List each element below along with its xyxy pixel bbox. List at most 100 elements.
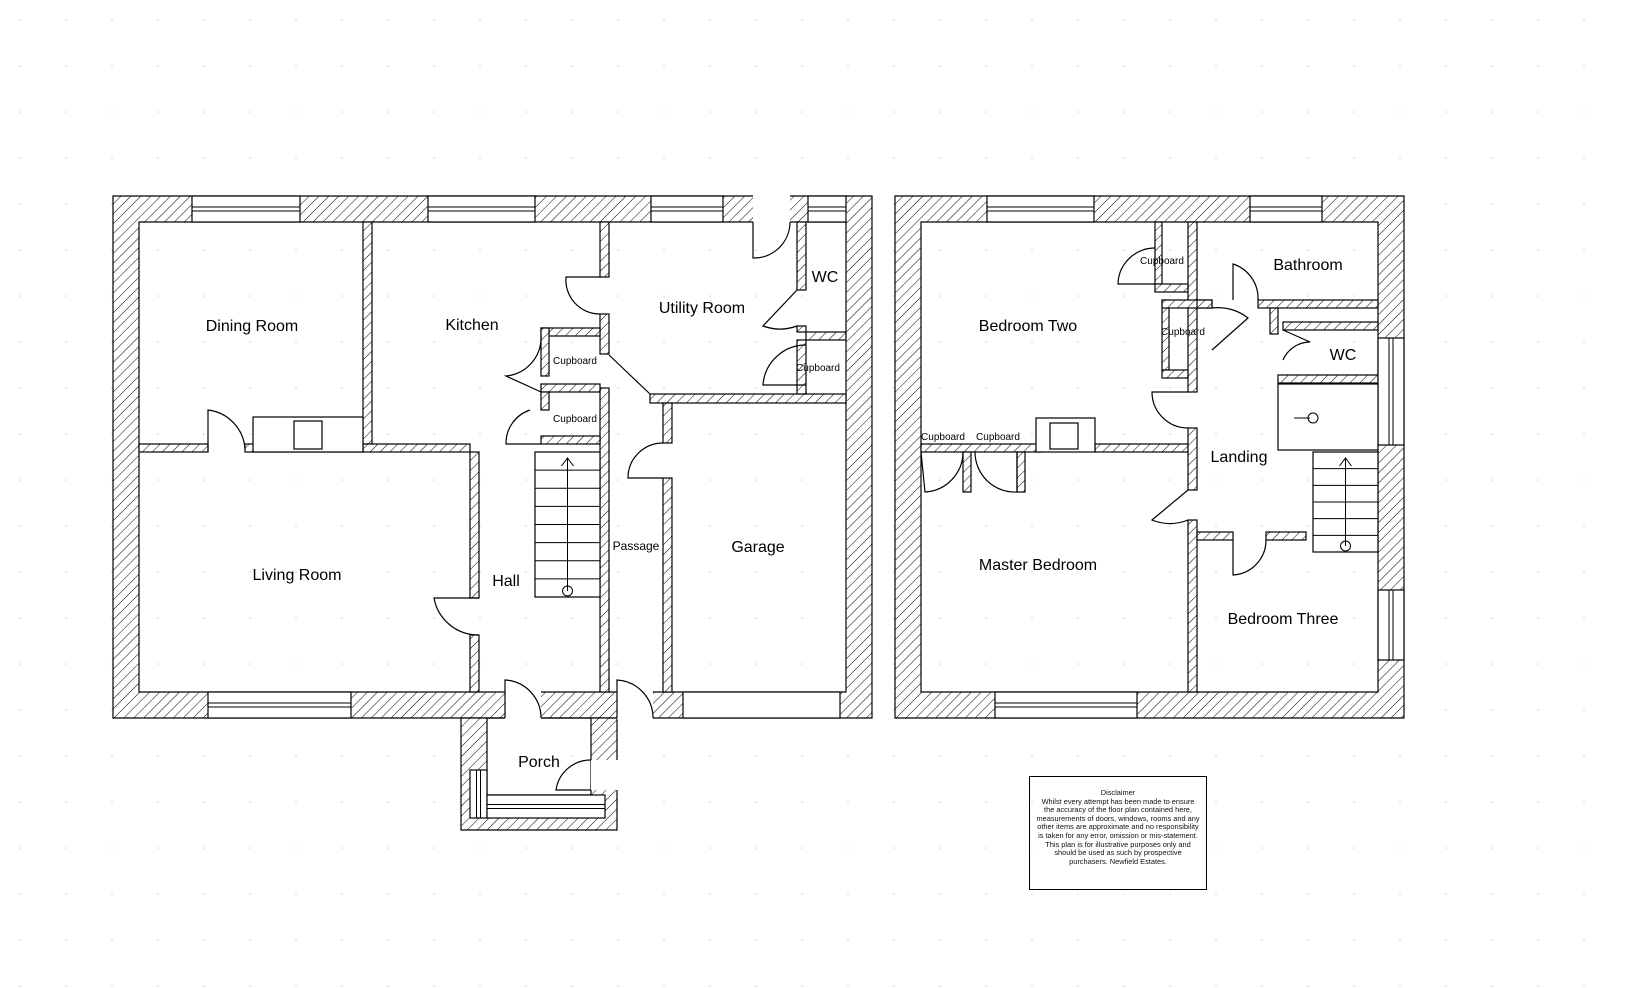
wall bbox=[805, 331, 847, 341]
wall bbox=[362, 221, 373, 445]
door-swing bbox=[762, 344, 807, 386]
wall bbox=[1016, 451, 1026, 493]
wall bbox=[1187, 519, 1198, 693]
wall bbox=[1269, 307, 1279, 335]
door-swing bbox=[565, 276, 601, 315]
window bbox=[1377, 589, 1405, 661]
stair-start bbox=[1307, 412, 1319, 424]
first-floor-labels: Bedroom Two Cupboard Cupboard Bathroom W… bbox=[921, 256, 1356, 628]
wall bbox=[662, 477, 673, 693]
wall bbox=[138, 443, 209, 453]
fireplace bbox=[1049, 422, 1079, 450]
door-swing bbox=[503, 335, 542, 393]
room-label-dining-room: Dining Room bbox=[206, 318, 298, 335]
room-label-bedroom-three: Bedroom Three bbox=[1228, 611, 1339, 628]
wall bbox=[796, 339, 807, 395]
outer-wall bbox=[112, 195, 873, 719]
room-label-cupboard: Cupboard bbox=[976, 432, 1020, 443]
wall bbox=[469, 451, 480, 599]
wall bbox=[1187, 427, 1198, 491]
door-swing bbox=[1151, 391, 1189, 429]
room-label-passage: Passage bbox=[613, 539, 660, 553]
wall bbox=[599, 313, 610, 355]
door-swing bbox=[1117, 247, 1156, 285]
outer-wall bbox=[894, 195, 1405, 719]
stair-start bbox=[562, 585, 573, 597]
door-swing bbox=[1232, 263, 1259, 301]
wall bbox=[796, 221, 807, 291]
wall bbox=[540, 327, 601, 337]
wall bbox=[1277, 374, 1379, 384]
door-swing bbox=[616, 679, 654, 719]
window bbox=[469, 769, 488, 819]
door-swing bbox=[1211, 307, 1249, 351]
window bbox=[1377, 337, 1405, 446]
garage-door bbox=[682, 691, 841, 719]
room-label-porch: Porch bbox=[518, 754, 560, 771]
room-label-cupboard: Cupboard bbox=[1161, 327, 1205, 338]
door-opening bbox=[617, 691, 653, 719]
wall bbox=[1282, 321, 1379, 331]
room-label-kitchen: Kitchen bbox=[445, 317, 498, 334]
disclaimer-title: Disclaimer bbox=[1100, 788, 1136, 797]
wall bbox=[540, 435, 601, 445]
door-swing bbox=[974, 451, 1018, 493]
wall bbox=[1265, 531, 1307, 541]
room-label-bathroom: Bathroom bbox=[1273, 257, 1342, 274]
wall bbox=[1154, 221, 1163, 285]
wall bbox=[540, 327, 550, 377]
window bbox=[486, 794, 606, 819]
door-swing bbox=[505, 409, 541, 445]
room-label-cupboard: Cupboard bbox=[796, 363, 840, 374]
door-swing bbox=[761, 289, 798, 330]
door-swing bbox=[1282, 329, 1311, 361]
wall bbox=[1094, 443, 1189, 453]
door-swing bbox=[752, 221, 791, 259]
door-swing bbox=[627, 442, 664, 479]
room-label-landing: Landing bbox=[1211, 449, 1268, 466]
wall bbox=[1161, 369, 1189, 379]
door-swing bbox=[504, 679, 542, 719]
landing-rail bbox=[1277, 383, 1379, 451]
wall bbox=[540, 391, 550, 411]
window bbox=[1249, 195, 1323, 223]
wall bbox=[796, 325, 807, 333]
window bbox=[650, 195, 724, 223]
room-label-cupboard: Cupboard bbox=[1140, 256, 1184, 267]
wall bbox=[540, 383, 601, 393]
door-swing bbox=[920, 451, 964, 493]
room-label-wc: WC bbox=[812, 269, 839, 286]
stair-arrow-head bbox=[1339, 457, 1352, 467]
window bbox=[207, 691, 352, 719]
room-label-wc: WC bbox=[1330, 347, 1357, 364]
door-swing bbox=[608, 354, 651, 395]
room-label-cupboard: Cupboard bbox=[921, 432, 965, 443]
wall bbox=[599, 387, 610, 693]
door-swing bbox=[207, 409, 246, 452]
room-label-garage: Garage bbox=[731, 539, 784, 556]
room-label-cupboard: Cupboard bbox=[553, 356, 597, 367]
wall bbox=[920, 443, 1044, 453]
room-label-hall: Hall bbox=[492, 573, 520, 590]
window bbox=[427, 195, 536, 223]
door-opening bbox=[591, 760, 618, 790]
disclaimer-box: Disclaimer Whilst every attempt has been… bbox=[1029, 776, 1207, 890]
window bbox=[191, 195, 301, 223]
stair-start bbox=[1340, 540, 1351, 552]
door-swing bbox=[1232, 539, 1267, 576]
windows-and-doors bbox=[191, 195, 1405, 819]
room-label-bedroom-two: Bedroom Two bbox=[979, 318, 1078, 335]
door-opening bbox=[753, 195, 790, 223]
window bbox=[807, 195, 847, 223]
wall bbox=[1154, 283, 1189, 293]
room-label-utility-room: Utility Room bbox=[659, 300, 745, 317]
door-swing bbox=[433, 597, 480, 636]
wall bbox=[1196, 531, 1234, 541]
window bbox=[986, 195, 1095, 223]
window bbox=[994, 691, 1138, 719]
room-label-cupboard: Cupboard bbox=[553, 414, 597, 425]
door-swing bbox=[1150, 489, 1189, 525]
door-swing bbox=[555, 759, 592, 791]
room-label-living-room: Living Room bbox=[253, 567, 342, 584]
